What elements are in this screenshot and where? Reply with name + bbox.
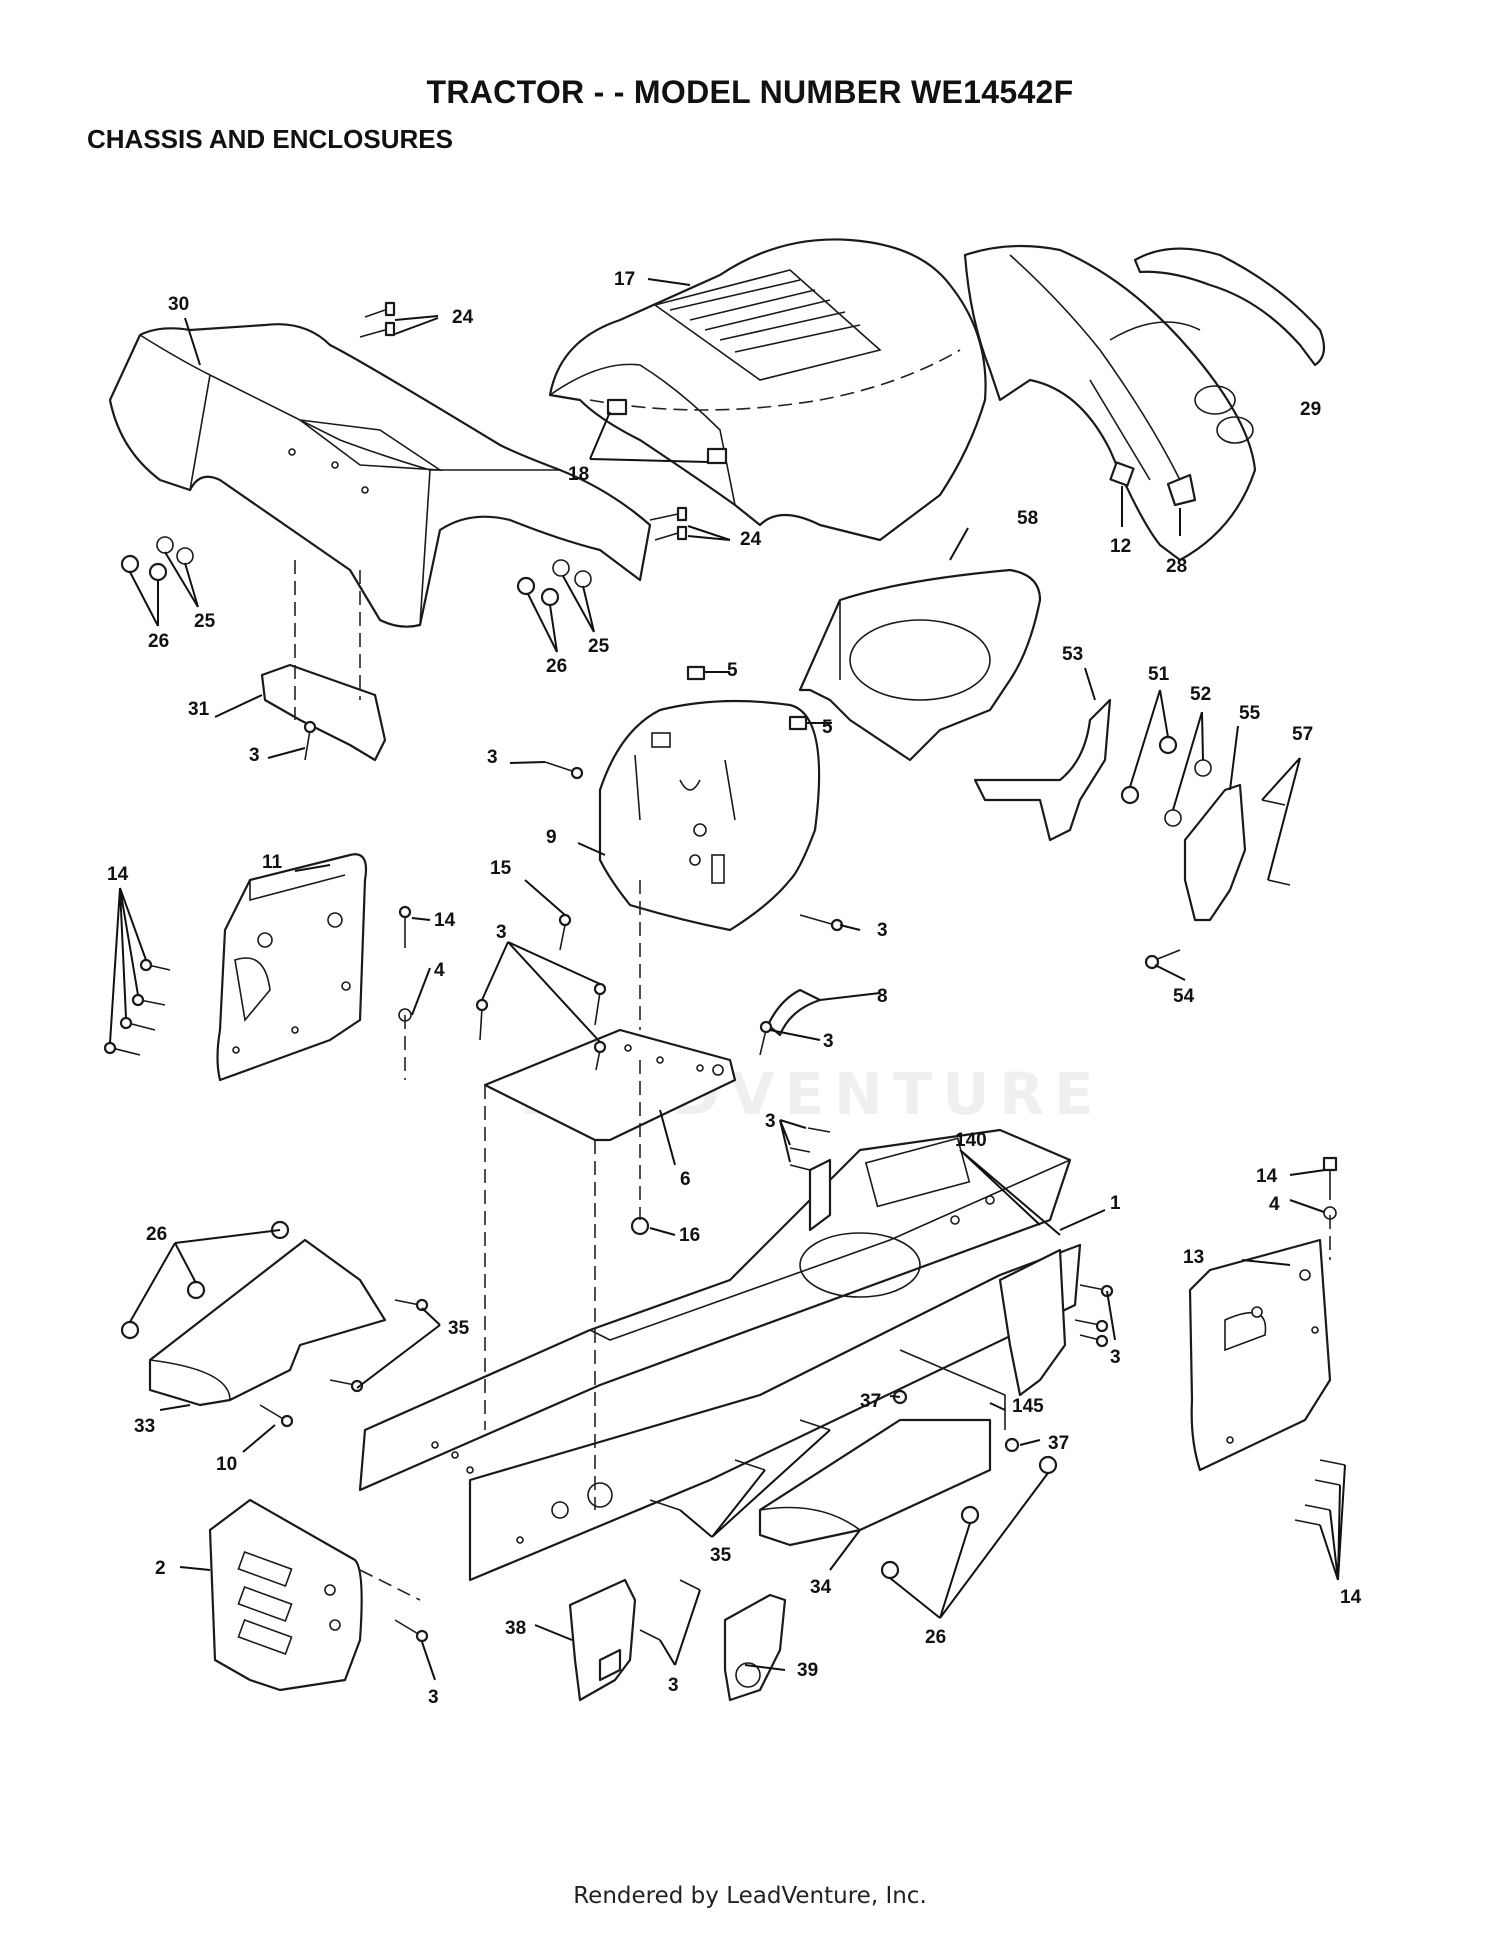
callout-3: 3 (823, 1031, 834, 1052)
callout-39: 39 (797, 1660, 818, 1681)
part-grille (963, 244, 1257, 562)
part-grille-trim (1133, 247, 1326, 367)
callout-5: 5 (822, 717, 833, 738)
callout-52: 52 (1190, 684, 1211, 705)
callout-26: 26 (146, 1224, 167, 1245)
callout-57: 57 (1292, 724, 1313, 745)
callout-25: 25 (588, 636, 610, 657)
callout-53: 53 (1062, 644, 1083, 665)
part-lower-shield (798, 568, 1042, 762)
callout-3: 3 (877, 920, 888, 941)
callout-35: 35 (710, 1545, 732, 1566)
callout-15: 15 (490, 858, 512, 879)
callout-4: 4 (1269, 1194, 1280, 1215)
callout-3: 3 (487, 747, 498, 768)
part-front-bracket (208, 1498, 363, 1692)
callout-14: 14 (107, 864, 129, 885)
callout-24: 24 (740, 529, 762, 550)
callout-2: 2 (155, 1558, 166, 1579)
callout-140: 140 (955, 1130, 987, 1151)
callout-3: 3 (428, 1687, 439, 1708)
callout-3: 3 (1110, 1347, 1121, 1368)
part-dash-panel (598, 699, 821, 932)
callout-3: 3 (765, 1111, 776, 1132)
callout-34: 34 (810, 1577, 832, 1598)
callout-9: 9 (546, 827, 557, 848)
callout-3: 3 (249, 745, 260, 766)
part-bracket-38 (568, 1578, 637, 1702)
callout-51: 51 (1148, 664, 1170, 685)
part-bracket-39 (723, 1593, 787, 1702)
part-hood (548, 238, 987, 542)
callout-28: 28 (1166, 556, 1187, 577)
alignment-lines (294, 560, 1331, 1601)
callout-5: 5 (727, 660, 738, 681)
callout-13: 13 (1183, 1247, 1204, 1268)
footer-credit: Rendered by LeadVenture, Inc. (573, 1883, 927, 1909)
part-side-panel-right (1188, 1238, 1332, 1472)
part-footrest-right (758, 1418, 992, 1547)
callout-145: 145 (1012, 1396, 1044, 1417)
part-pedal-bracket (973, 698, 1112, 842)
hardware (103, 301, 1346, 1643)
callout-3: 3 (668, 1675, 679, 1696)
callout-26: 26 (148, 631, 169, 652)
callout-24: 24 (452, 307, 474, 328)
callout-18: 18 (568, 464, 589, 485)
part-side-panel-left (216, 853, 368, 1082)
callout-58: 58 (1017, 508, 1038, 529)
part-clamp (766, 988, 822, 1037)
part-main-frame (358, 1128, 1082, 1582)
callout-29: 29 (1300, 399, 1321, 420)
callout-12: 12 (1110, 536, 1131, 557)
callout-38: 38 (505, 1618, 526, 1639)
callout-16: 16 (679, 1225, 700, 1246)
callout-14: 14 (1340, 1587, 1362, 1608)
callout-14: 14 (1256, 1166, 1278, 1187)
leader-lines (109, 278, 1346, 1681)
callout-37: 37 (860, 1391, 881, 1412)
callout-35: 35 (448, 1318, 470, 1339)
callout-31: 31 (188, 699, 210, 720)
part-footrest-left (148, 1238, 387, 1407)
callout-26: 26 (925, 1627, 946, 1648)
callout-labels: 30 24 17 18 29 12 28 24 25 26 25 26 58 5… (107, 269, 1362, 1708)
section-title: CHASSIS AND ENCLOSURES (87, 124, 453, 154)
callout-10: 10 (216, 1454, 237, 1475)
callout-37: 37 (1048, 1433, 1069, 1454)
part-fender (108, 323, 652, 628)
callout-4: 4 (434, 960, 445, 981)
part-lever (1183, 783, 1247, 922)
callout-3: 3 (496, 922, 507, 943)
callout-17: 17 (614, 269, 635, 290)
callout-25: 25 (194, 611, 216, 632)
callout-26: 26 (546, 656, 567, 677)
callout-6: 6 (680, 1169, 691, 1190)
callout-55: 55 (1239, 703, 1261, 724)
part-rod (899, 1349, 1006, 1430)
page-title: TRACTOR - - MODEL NUMBER WE14542F (426, 74, 1074, 110)
part-floor-plate (483, 1028, 737, 1142)
part-clip (1109, 461, 1135, 487)
callout-8: 8 (877, 986, 888, 1007)
callout-33: 33 (134, 1416, 155, 1437)
callout-11: 11 (262, 852, 283, 873)
callout-54: 54 (1173, 986, 1195, 1007)
callout-30: 30 (168, 294, 189, 315)
callout-1: 1 (1110, 1193, 1121, 1214)
part-grille-bracket (1166, 473, 1197, 507)
callout-14: 14 (434, 910, 456, 931)
